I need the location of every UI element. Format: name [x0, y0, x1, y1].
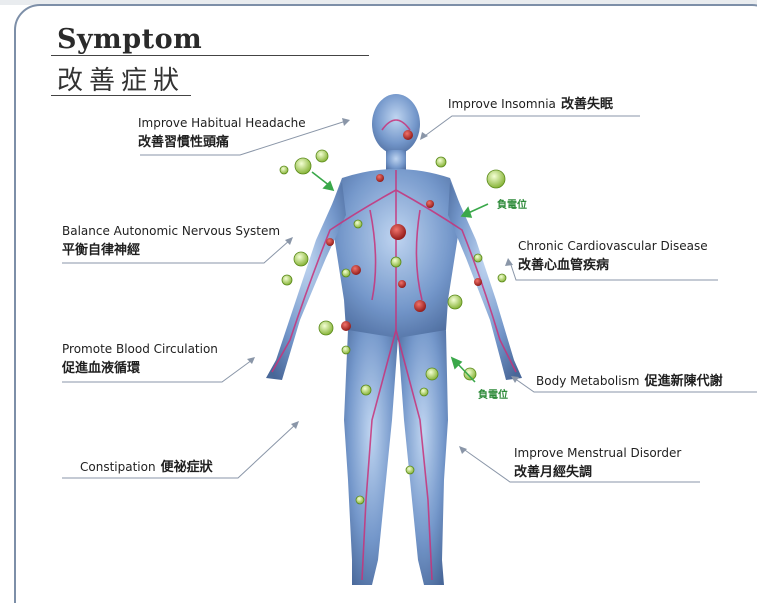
label-autonomic-zh: 平衡自律神經 [62, 241, 280, 260]
label-headache-en: Improve Habitual Headache [138, 114, 306, 133]
right-arm [266, 182, 346, 380]
neck [386, 150, 406, 172]
label-cardiovascular-en: Chronic Cardiovascular Disease [518, 237, 708, 256]
label-circulation-en: Promote Blood Circulation [62, 340, 218, 359]
label-menstrual: Improve Menstrual Disorder 改善月經失調 [514, 444, 681, 482]
left-arm [448, 182, 522, 380]
label-menstrual-en: Improve Menstrual Disorder [514, 444, 681, 463]
head [372, 94, 420, 154]
label-headache-zh: 改善習慣性頭痛 [138, 133, 306, 152]
label-insomnia-zh: 改善失眠 [561, 97, 613, 112]
label-autonomic: Balance Autonomic Nervous System 平衡自律神經 [62, 222, 280, 260]
label-metabolism-zh: 促進新陳代謝 [645, 374, 723, 389]
label-constipation-en: Constipation [80, 460, 156, 474]
label-constipation-zh: 便祕症狀 [161, 460, 213, 475]
label-metabolism: Body Metabolism 促進新陳代謝 [536, 370, 723, 391]
label-circulation: Promote Blood Circulation 促進血液循環 [62, 340, 218, 378]
label-headache: Improve Habitual Headache 改善習慣性頭痛 [138, 114, 306, 152]
label-cardiovascular-zh: 改善心血管疾病 [518, 256, 708, 275]
label-cardiovascular: Chronic Cardiovascular Disease 改善心血管疾病 [518, 237, 708, 275]
label-menstrual-zh: 改善月經失調 [514, 463, 681, 482]
label-circulation-zh: 促進血液循環 [62, 359, 218, 378]
right-leg [344, 330, 398, 585]
label-autonomic-en: Balance Autonomic Nervous System [62, 222, 280, 241]
label-metabolism-en: Body Metabolism [536, 374, 639, 388]
label-insomnia-en: Improve Insomnia [448, 97, 556, 111]
negative-potential-label-bottom: 負電位 [478, 386, 508, 401]
label-constipation: Constipation 便祕症狀 [80, 456, 213, 477]
label-insomnia: Improve Insomnia 改善失眠 [448, 93, 613, 114]
negative-potential-label-top: 負電位 [497, 196, 527, 211]
